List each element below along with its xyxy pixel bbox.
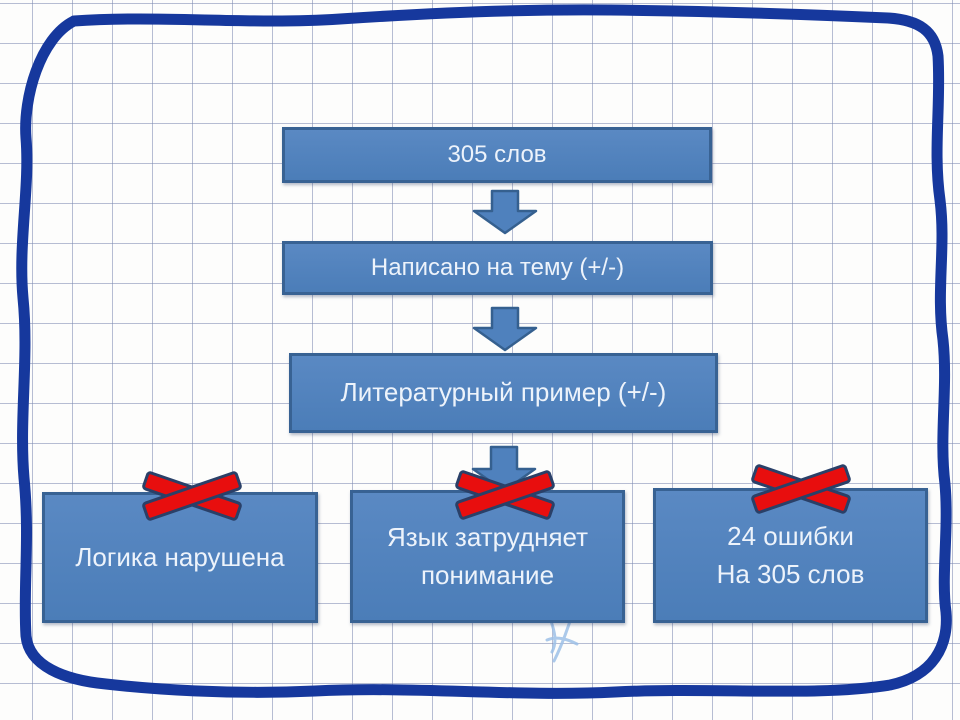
- issue-box-language: Язык затрудняет понимание: [350, 490, 625, 623]
- flow-box-literary-example: Литературный пример (+/-): [289, 353, 718, 433]
- flow-box-label: Литературный пример (+/-): [340, 377, 667, 408]
- flow-box-on-topic: Написано на тему (+/-): [282, 241, 713, 295]
- issue-box-label: Язык затрудняет понимание: [386, 521, 589, 590]
- issue-box-logic: Логика нарушена: [42, 492, 318, 623]
- down-arrow-icon: [472, 306, 538, 352]
- down-arrow-icon: [472, 189, 538, 235]
- issue-box-label: 24 ошибки На 305 слов: [716, 520, 865, 589]
- hand-drawn-frame-border: [16, 4, 952, 699]
- flow-box-word-count: 305 слов: [282, 127, 712, 183]
- issue-box-label: Логика нарушена: [75, 541, 285, 572]
- down-arrow-icon: [471, 445, 537, 493]
- flow-box-label: 305 слов: [447, 140, 547, 168]
- issue-box-errors: 24 ошибки На 305 слов: [653, 488, 928, 623]
- flow-box-label: Написано на тему (+/-): [370, 253, 625, 281]
